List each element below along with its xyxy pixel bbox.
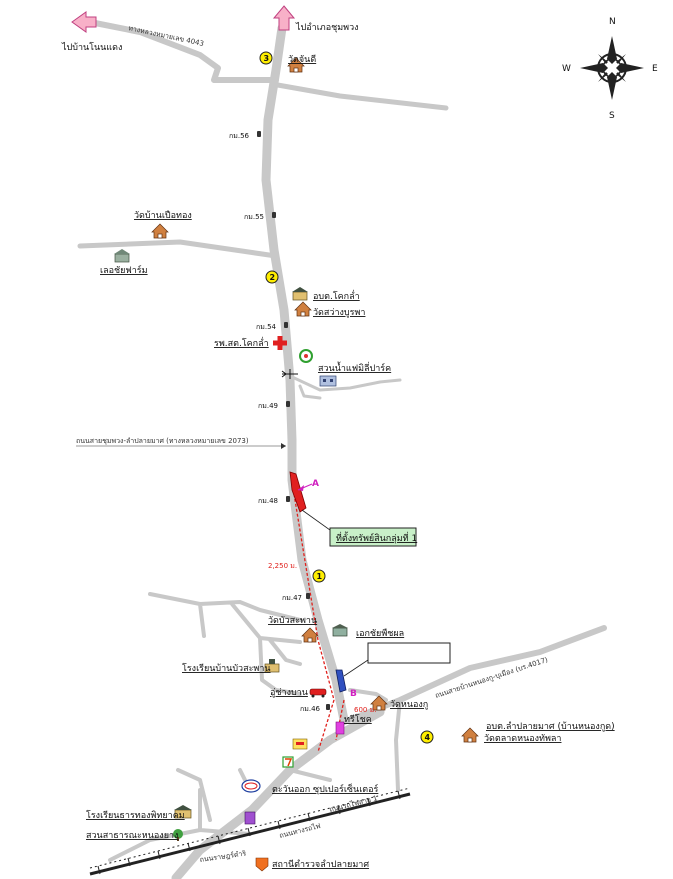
distance-line-b <box>335 699 345 741</box>
site-label: ที่ตั้งทรัพย์สินกลุ่มที่ 1 <box>336 531 417 544</box>
label-school-khok-lam: อบต.โคกล่ำ <box>313 289 360 302</box>
label-wat-sawang-burapha: วัดสว่างบูรพา <box>313 308 365 318</box>
circle-marker-1: 1 <box>312 569 326 583</box>
label-rail-road-3: ถนนราษฎร์ดำริ <box>199 850 247 864</box>
label-school-bua-saphan: โรงเรียนบ้านบัวสะพาน <box>182 663 271 674</box>
label-ngon-phuttharam: เอกชัยพืชผล <box>356 628 404 639</box>
svg-text:3: 3 <box>264 54 270 63</box>
km-marker: กม.46 <box>300 705 321 713</box>
railway <box>89 787 411 876</box>
circle-marker-3: 3 <box>259 51 273 65</box>
police-icon <box>255 857 269 872</box>
km-marker: กม.47 <box>282 594 302 602</box>
road-west-lower <box>176 768 212 822</box>
car-icon <box>309 688 327 698</box>
label-hospital: รพ.สต.โคกล่ำ <box>214 336 269 349</box>
road-4043 <box>87 19 279 83</box>
km-marker: กม.48 <box>258 497 278 505</box>
distance-label-1: 2,250 ม. <box>268 562 297 570</box>
label-admin-ban-nong-ku: อบต.ลำปลายมาศ (บ้านหนองกูด) <box>486 721 615 732</box>
distance-label-2: 600 ม. <box>354 706 376 714</box>
supermarket-icon <box>244 811 256 825</box>
direction-arrow-n <box>272 5 296 31</box>
compass-s: S <box>609 111 615 121</box>
circle-marker-2: 2 <box>265 270 279 284</box>
road-south <box>171 707 385 879</box>
km-markers: กม.56 กม.55 กม.54 กม.49 กม.48 กม.47 กม.4… <box>229 131 330 713</box>
road-west-km55 <box>77 239 279 259</box>
marker-b: B <box>350 689 357 699</box>
label-school-thongphitthayakhom: โรงเรียนธารทองพิทยาคม <box>86 810 185 821</box>
seven-eleven-icon <box>282 756 294 768</box>
temple-icon <box>151 57 479 743</box>
label-to-ban-non-daeng: ไปบ้านโนนแดง <box>61 42 122 53</box>
label-wat-nong-thap-la: วัดตลาดหนองทัพลา <box>484 734 561 744</box>
empty-callout-box <box>343 642 451 677</box>
label-public-park: สวนสาธารณะหนองยาง <box>86 831 178 841</box>
road-water-park <box>288 374 402 400</box>
compass-e: E <box>652 64 658 74</box>
compass-n: N <box>609 17 616 27</box>
school-icon <box>292 287 308 301</box>
compass-w: W <box>562 64 571 74</box>
circle-marker-4: 4 <box>420 730 434 744</box>
label-wat-bua-saphan: วัดบัวสะพาน <box>268 616 317 626</box>
svg-text:1: 1 <box>317 572 323 581</box>
school-icon-thongphitthayakhom <box>174 805 192 819</box>
km-marker: กม.55 <box>244 213 264 221</box>
farm-icon <box>114 249 130 263</box>
road-network <box>77 19 607 879</box>
km-marker: กม.49 <box>258 402 278 410</box>
road-west-loop <box>148 592 302 696</box>
site-label-box: ที่ตั้งทรัพย์สินกลุ่มที่ 1 <box>329 527 417 547</box>
distance-line <box>293 493 335 753</box>
label-wat-nong-ku: วัดหนองกู <box>390 700 428 710</box>
esso-icon <box>241 779 261 793</box>
intersection-icon <box>281 369 298 379</box>
label-supermarket: ตะวันออก ซุปเปอร์เซ็นเตอร์ <box>272 782 379 795</box>
svg-text:2: 2 <box>270 273 276 282</box>
label-wat-ban-pia-thong: วัดบ้านเปือทอง <box>134 210 192 221</box>
direction-arrow-nw <box>71 11 97 33</box>
gas-station-icon <box>292 738 308 750</box>
label-water-park: สวนน้ำแฟมิลี่ปาร์ค <box>318 361 391 374</box>
road-nong-ku-branch <box>348 688 402 792</box>
warehouse-icon <box>332 624 348 637</box>
site-callout-line <box>301 509 333 535</box>
marker-a: A <box>312 479 319 489</box>
label-road-2073: ถนนสายชุมพวง-ลำปลายมาศ (ทางหลวงหมายเลข 2… <box>76 437 249 445</box>
label-garage: อู่ช่างบาน <box>270 688 308 698</box>
label-police: สถานีตำรวจลำปลายมาศ <box>272 859 369 870</box>
road-top-east <box>269 81 449 111</box>
road-south-branches <box>108 768 332 862</box>
water-park-icon <box>299 349 313 363</box>
school-icon-bua-saphan <box>264 659 280 673</box>
shop-icon <box>335 721 345 735</box>
hospital-icon <box>273 336 287 350</box>
label-to-chum-phuang: ไปอำเภอชุมพวง <box>295 22 359 33</box>
label-wat-chanthi: วัดจันดี <box>288 54 316 65</box>
label-rail-road-1: ถนนรถไฟสาย 1 <box>328 793 378 814</box>
building-icon <box>319 375 337 387</box>
svg-text:4: 4 <box>425 733 431 742</box>
km-marker: กม.56 <box>229 132 250 140</box>
compass-rose: N E S W <box>562 17 658 121</box>
km-marker: กม.54 <box>256 323 277 331</box>
park-icon <box>173 829 183 841</box>
label-lerkchai-farm: เลอชัยฟาร์ม <box>100 264 148 276</box>
site-parcel-b <box>335 669 347 693</box>
site-parcel-a <box>289 471 307 513</box>
main-road <box>261 23 349 725</box>
label-thrisat: ทรีโชค <box>344 714 372 725</box>
